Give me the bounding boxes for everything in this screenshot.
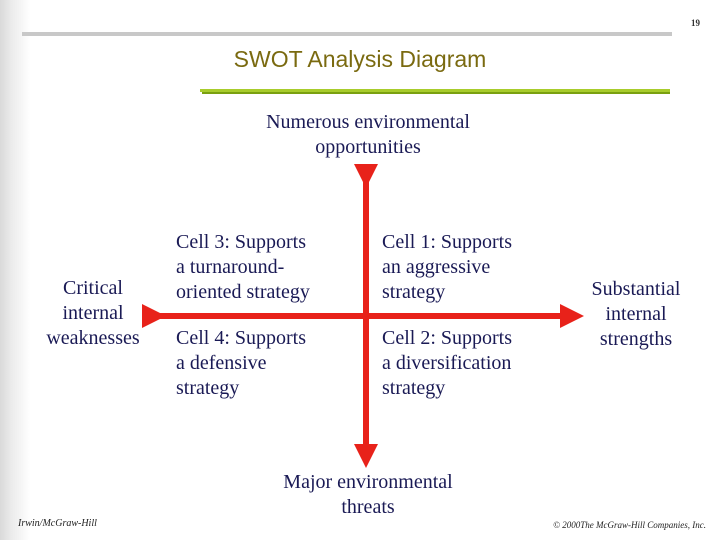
strengths-label: Substantial internal strengths [591, 278, 681, 350]
page-number: 19 [691, 18, 700, 28]
left-decorative-bar [0, 0, 30, 540]
threats-label: Major environmental threats [283, 471, 453, 518]
top-rule [22, 32, 672, 36]
publisher-footer: Irwin/McGraw-Hill [18, 518, 97, 529]
title-underline-shadow [202, 92, 670, 94]
opportunities-label: Numerous environmental opportunities [266, 111, 470, 158]
cell-1-aggressive: Cell 1: Supports an aggressive strategy [382, 231, 513, 303]
copyright-footer: © 2000The McGraw-Hill Companies, Inc. [553, 520, 706, 530]
slide-title: SWOT Analysis Diagram [233, 46, 487, 72]
title-underline [200, 89, 670, 92]
weaknesses-label: Critical internal weaknesses [46, 277, 140, 349]
cell-3-turnaround: Cell 3: Supports a turnaround- oriented … [176, 231, 310, 303]
cell-4-defensive: Cell 4: Supports a defensive strategy [176, 327, 307, 399]
cell-2-diversification: Cell 2: Supports a diversification strat… [382, 327, 513, 399]
